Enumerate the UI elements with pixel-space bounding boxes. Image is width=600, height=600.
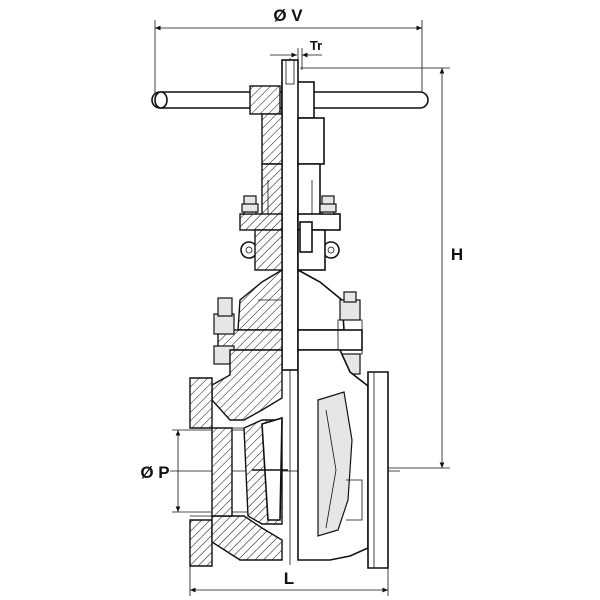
bonnet-flange	[213, 291, 363, 375]
gate-wedge	[243, 416, 288, 525]
dimension-h-label: H	[451, 245, 463, 264]
valve-body-section	[189, 349, 283, 567]
dimension-v-label: Ø V	[273, 6, 303, 25]
dimension-tr-label: Tr	[310, 38, 322, 53]
bonnet	[237, 268, 345, 331]
valve-body-exterior	[297, 349, 389, 569]
dimension-l: L	[189, 560, 389, 596]
dimension-v: Ø V	[154, 6, 423, 100]
dimension-tr: Tr	[270, 38, 322, 70]
gland-flange	[239, 195, 341, 271]
dimension-p-label: Ø P	[140, 463, 169, 482]
dimension-l-label: L	[284, 569, 294, 588]
